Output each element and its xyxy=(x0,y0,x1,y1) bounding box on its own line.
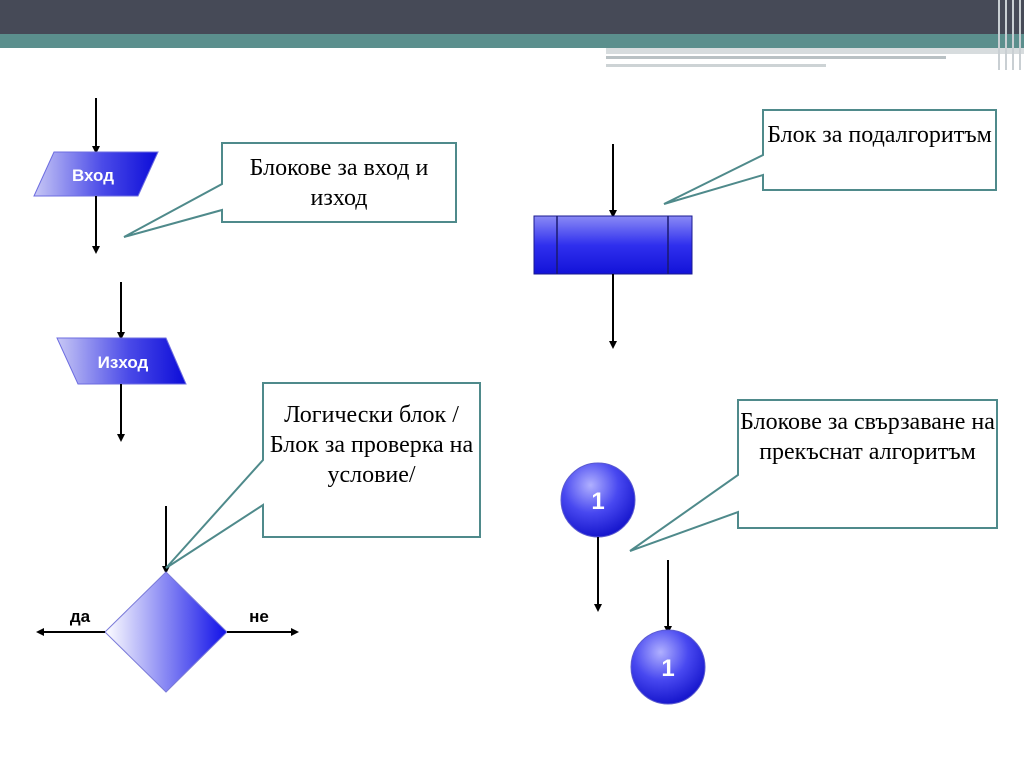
decision-yes-label: да xyxy=(70,607,91,626)
callout-subalgorithm-text: Блок за подалгоритъм xyxy=(767,122,992,148)
callout-logic-text: Логически блок /Блок за проверка на усло… xyxy=(269,402,474,488)
connector-top-label: 1 xyxy=(591,488,604,515)
header-bar xyxy=(0,0,1024,34)
decision-diamond xyxy=(104,571,228,693)
header-stripe xyxy=(606,48,1024,54)
header-accent-bar xyxy=(0,34,1024,48)
header-right-lines xyxy=(994,0,1024,70)
callout-connector-text: Блокове за свързаване на прекъснат алгор… xyxy=(740,409,995,465)
output-parallelogram xyxy=(56,337,187,385)
connector-bottom-label: 1 xyxy=(661,655,674,682)
header-stripe xyxy=(606,56,946,59)
callout-subalgorithm-bubble xyxy=(663,109,997,205)
output-label: Изход xyxy=(98,353,149,372)
callout-io-bubble xyxy=(123,142,457,238)
input-parallelogram xyxy=(33,151,159,197)
callout-logic-bubble xyxy=(165,382,481,569)
decision-no-label: не xyxy=(249,607,269,626)
callout-io-text: Блокове за вход и изход xyxy=(249,155,429,211)
callout-connector-bubble xyxy=(629,399,998,552)
connector-circle-bottom xyxy=(630,629,706,705)
header-stripe xyxy=(606,64,826,67)
input-label: Вход xyxy=(72,166,114,185)
